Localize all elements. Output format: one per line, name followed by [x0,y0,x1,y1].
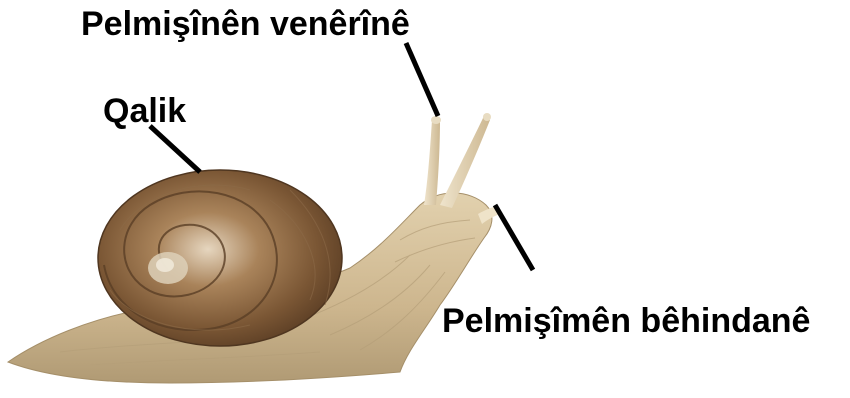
pointer-line-eye-tentacles [406,43,438,116]
pointer-line-shell [150,126,200,172]
label-eye-tentacles: Pelmişînên venêrînê [81,7,410,41]
shell [98,170,342,346]
eye-tip-left [431,116,441,124]
label-shell: Qalik [103,94,186,128]
pointer-line-smell-tentacles [495,205,533,270]
eye-tentacle-left [424,120,440,205]
eye-tip-right [483,113,491,121]
label-smell-tentacles: Pelmişîmên bêhindanê [442,304,810,338]
